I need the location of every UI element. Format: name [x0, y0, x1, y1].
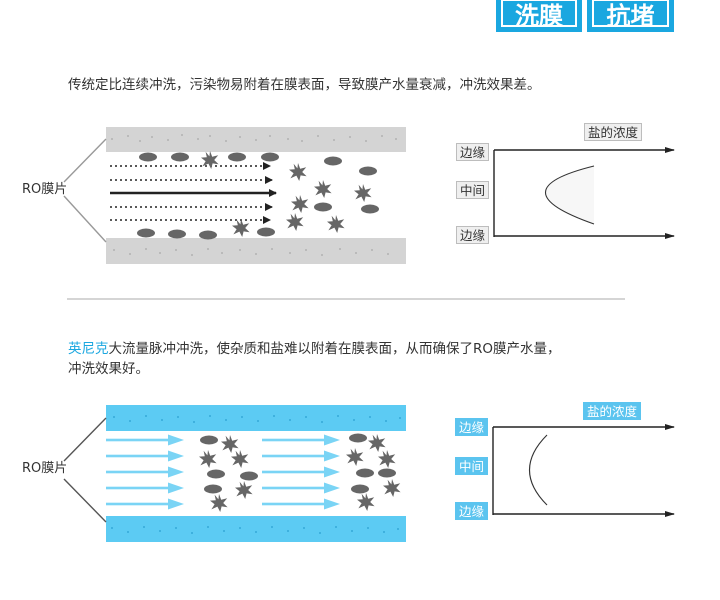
lower-membrane-top: [106, 238, 406, 264]
salt-concentration-tag-bottom: 盐的浓度: [583, 402, 642, 420]
lower-membrane-bottom: [106, 516, 406, 542]
pulse-flush-description-line1: 大流量脉冲冲洗，使杂质和盐难以附着在膜表面，从而确保了RO膜产水量，: [108, 341, 561, 357]
edge-top-tag-top: 边缘: [456, 143, 490, 161]
traditional-channel: [106, 127, 406, 264]
wash-membrane-badge-label: 洗膜: [501, 0, 577, 30]
salt-concentration-tag-top: 盐的浓度: [584, 123, 643, 141]
traditional-flush-description: 传统定比连续冲洗，污染物易附着在膜表面，导致膜产水量衰减，冲洗效果差。: [68, 77, 541, 93]
pulse-flush-description-line2: 冲洗效果好。: [68, 361, 149, 377]
edge-bottom-tag-top: 边缘: [456, 226, 490, 244]
salt-concentration-graph-bottom: [492, 424, 675, 517]
pulse-contaminants: [199, 433, 401, 512]
ro-callout-lines-bottom: [63, 417, 107, 523]
middle-tag-bottom: 中间: [455, 457, 489, 475]
ro-membrane-label-bottom: RO膜片: [22, 461, 68, 476]
traditional-contaminants: [137, 151, 379, 240]
pulse-channel: [106, 405, 406, 542]
upper-membrane-bottom: [106, 405, 406, 431]
pulse-flow-arrows: [106, 434, 340, 510]
ro-callout-lines-top: [63, 138, 107, 243]
brand-name: 英尼克: [68, 341, 109, 357]
pulse-flush-description: 英尼克大流量脉冲冲洗，使杂质和盐难以附着在膜表面，从而确保了RO膜产水量， 冲洗…: [68, 339, 561, 379]
anti-block-badge-label: 抗堵: [592, 0, 669, 30]
section-divider: [67, 298, 625, 300]
edge-bottom-tag-bottom: 边缘: [455, 502, 489, 520]
traditional-flow-arrows: [110, 162, 277, 224]
ro-membrane-label-top: RO膜片: [22, 182, 68, 197]
wash-membrane-badge: 洗膜: [496, 0, 582, 32]
edge-top-tag-bottom: 边缘: [455, 418, 489, 436]
middle-tag-top: 中间: [456, 181, 490, 199]
salt-concentration-graph-top: [493, 147, 675, 239]
anti-block-badge: 抗堵: [587, 0, 674, 32]
